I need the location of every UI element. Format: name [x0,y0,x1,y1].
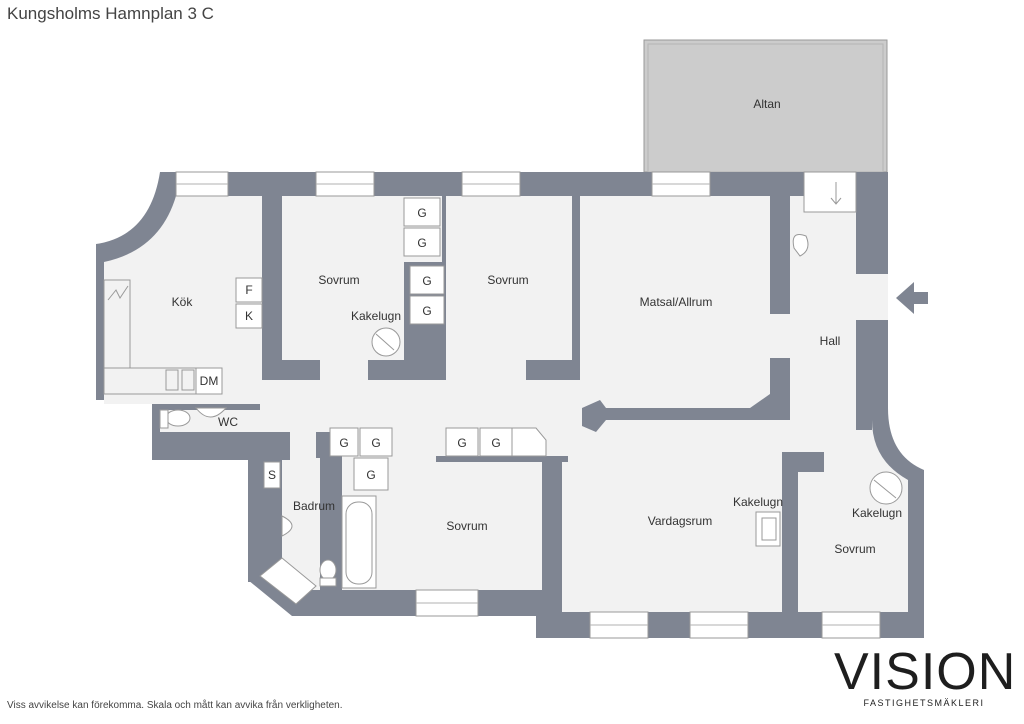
entry-gap [872,274,888,320]
floor [104,196,908,612]
label-sovrum-4: Sovrum [834,542,875,556]
label-vardagsrum: Vardagsrum [648,514,712,528]
svg-text:G: G [491,436,500,450]
label-hall: Hall [820,334,841,348]
svg-text:G: G [457,436,466,450]
svg-text:G: G [417,236,426,250]
svg-text:G: G [417,206,426,220]
label-altan: Altan [753,97,780,111]
svg-text:G: G [339,436,348,450]
svg-text:G: G [366,468,375,482]
label-sovrum-3: Sovrum [446,519,487,533]
label-sovrum-1: Sovrum [318,273,359,287]
svg-text:G: G [422,304,431,318]
label-matsal: Matsal/Allrum [640,295,713,309]
sanitary [159,407,377,589]
label-shower: S [268,468,276,482]
wardrobe-labels: G G G G G G G G G [339,206,500,482]
label-badrum: Badrum [293,499,335,513]
label-dishwasher: DM [200,374,219,388]
svg-text:G: G [422,274,431,288]
appliances [195,277,281,489]
label-wc: WC [218,415,238,429]
vision-logo: VISION FASTIGHETSMÄKLERI [834,643,1017,708]
terrace-door [803,171,857,213]
logo-word: VISION [834,643,1017,701]
label-kakelugn-1: Kakelugn [351,309,401,323]
entry-arrow-icon [896,282,928,314]
label-kok: Kök [172,295,194,309]
label-freezer: K [245,309,253,323]
label-sovrum-2: Sovrum [487,273,528,287]
svg-text:G: G [371,436,380,450]
label-kakelugn-2: Kakelugn [733,495,783,509]
label-kakelugn-3: Kakelugn [852,506,902,520]
logo-subtitle: FASTIGHETSMÄKLERI [863,698,985,708]
disclaimer: Viss avvikelse kan förekomma. Skala och … [7,700,343,711]
label-fridge: F [245,283,252,297]
stoves [371,234,903,547]
plan-title: Kungsholms Hamnplan 3 C [7,4,214,23]
wardrobes [329,197,547,491]
